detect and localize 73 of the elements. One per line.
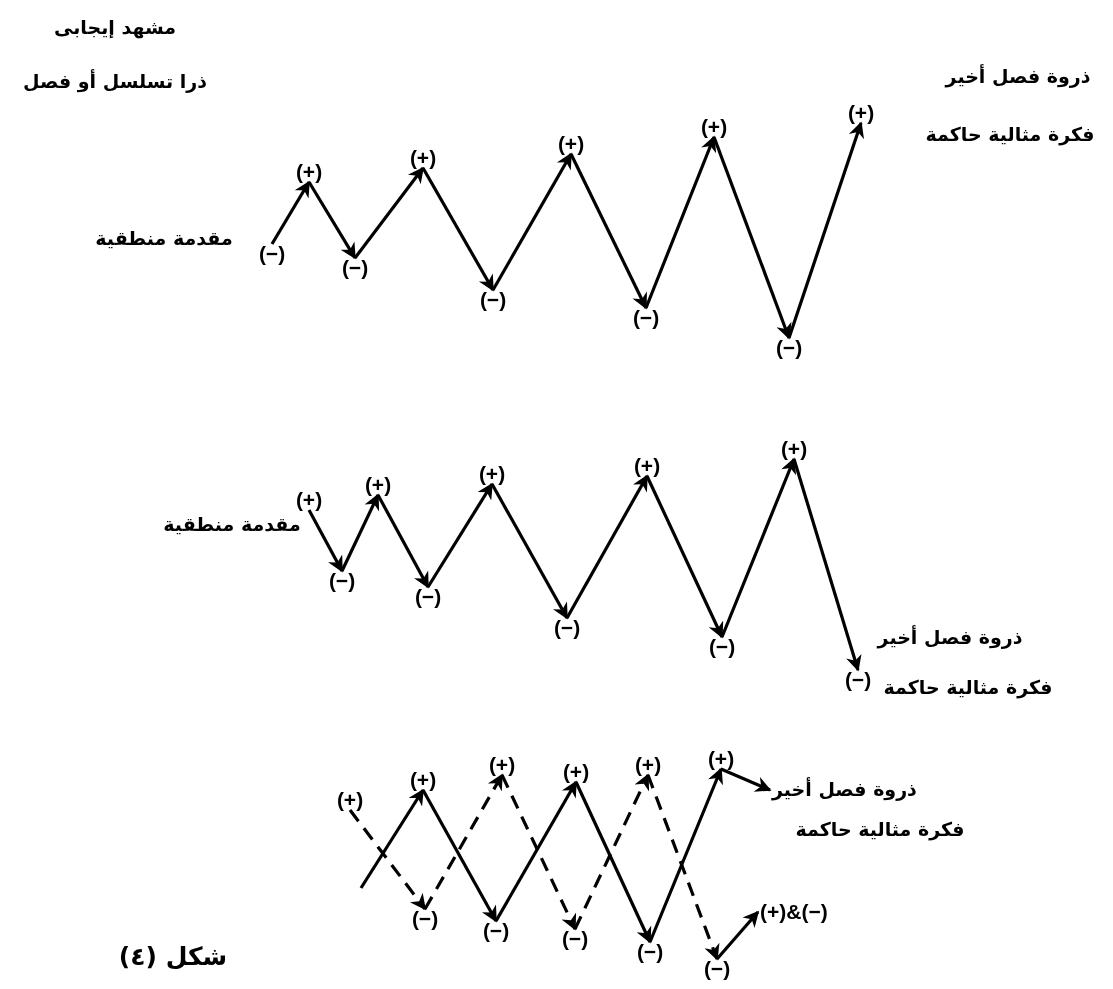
- sign-label: (−): [479, 288, 507, 313]
- sign-label: (+): [488, 752, 516, 777]
- sign-label: (+): [409, 767, 437, 792]
- sign-label: (−): [258, 242, 286, 267]
- text-label: فكرة مثالية حاكمة: [883, 677, 1053, 699]
- sign-label: (−): [411, 907, 439, 932]
- arrow: [307, 509, 344, 573]
- arrow: [715, 910, 760, 961]
- text-label: ذروة فصل أخير: [772, 779, 917, 801]
- arrow: [648, 767, 723, 943]
- arrow: [491, 152, 573, 291]
- text-label: ذروة فصل أخير: [945, 66, 1091, 88]
- arrow: [720, 457, 796, 638]
- text-label: مقدمة منطقية: [95, 228, 233, 250]
- arrow: [426, 482, 494, 588]
- arrow: [423, 773, 504, 910]
- sign-label: (+): [634, 752, 662, 777]
- sign-label: (+): [409, 145, 437, 170]
- text-label: فكرة مثالية حاكمة: [795, 819, 965, 841]
- text-label: ذروة فصل أخير: [877, 627, 1023, 649]
- sign-label: (+): [295, 159, 323, 184]
- arrow: [645, 475, 724, 639]
- sign-label: (+): [633, 453, 661, 478]
- sign-label: (+): [847, 100, 875, 125]
- arrow: [494, 780, 578, 922]
- arrow: [359, 788, 425, 889]
- arrow: [787, 121, 864, 339]
- figure-caption: شكل (٤): [118, 942, 228, 972]
- sign-label: (−): [708, 635, 736, 660]
- sign-label: (+)&(−): [760, 899, 828, 925]
- sign-label: (−): [632, 306, 660, 331]
- arrow: [490, 483, 569, 620]
- arrow: [353, 166, 425, 259]
- text-label: ذرا تسلسل أو فصل: [23, 71, 207, 93]
- sign-label: (+): [700, 114, 728, 139]
- text-label: مشهد إيجابى: [53, 17, 177, 39]
- sign-label: (+): [780, 436, 808, 461]
- arrow: [565, 474, 649, 619]
- text-label: فكرة مثالية حاكمة: [925, 124, 1095, 146]
- arrow: [574, 781, 652, 944]
- sign-label: (−): [703, 957, 731, 982]
- arrow: [712, 136, 792, 340]
- sign-label: (+): [295, 487, 323, 512]
- sign-label: (+): [478, 461, 506, 486]
- arrow: [421, 167, 495, 292]
- arrow: [792, 458, 862, 672]
- arrow: [646, 774, 720, 961]
- sign-label: (+): [562, 759, 590, 784]
- arrow: [500, 774, 577, 931]
- sign-label: (−): [341, 256, 369, 281]
- sign-label: (−): [844, 668, 872, 693]
- sign-label: (+): [364, 472, 392, 497]
- arrow: [644, 135, 717, 309]
- arrow: [376, 494, 430, 589]
- sign-label: (+): [707, 746, 735, 771]
- arrow: [340, 493, 380, 572]
- sign-label: (−): [636, 940, 664, 965]
- arrow: [569, 153, 648, 310]
- sign-label: (−): [482, 919, 510, 944]
- arrow: [348, 809, 427, 911]
- text-label: مقدمة منطقية: [163, 514, 301, 536]
- sign-label: (−): [414, 585, 442, 610]
- arrow: [307, 181, 357, 260]
- sign-label: (−): [553, 616, 581, 641]
- sign-label: (+): [557, 131, 585, 156]
- arrow: [720, 767, 772, 792]
- arrow: [573, 773, 650, 930]
- arrow: [421, 789, 498, 923]
- sign-label: (−): [561, 927, 589, 952]
- sign-label: (−): [775, 336, 803, 361]
- sign-label: (+): [336, 787, 364, 812]
- sign-label: (−): [328, 569, 356, 594]
- arrow: [270, 180, 311, 245]
